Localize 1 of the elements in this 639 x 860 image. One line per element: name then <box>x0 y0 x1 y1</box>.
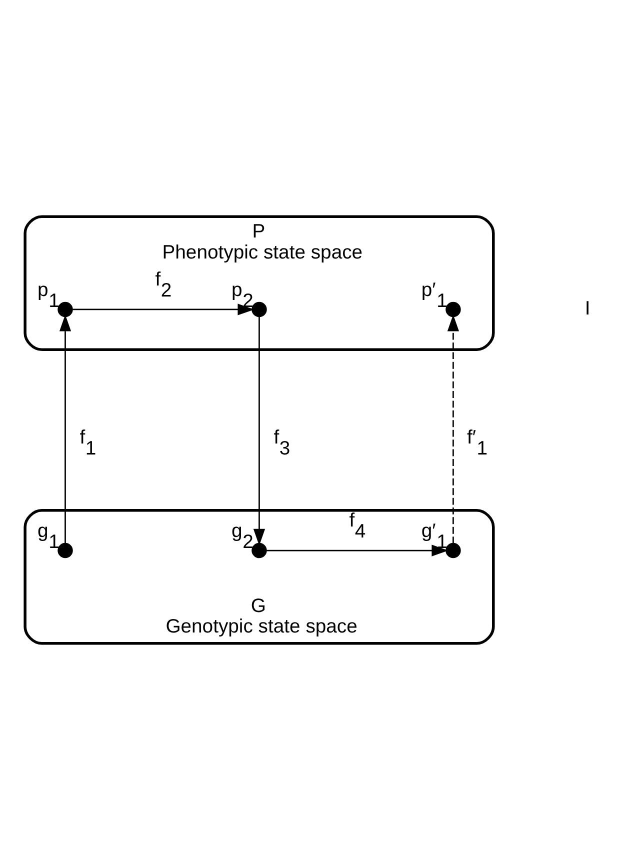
label: I <box>584 298 590 320</box>
